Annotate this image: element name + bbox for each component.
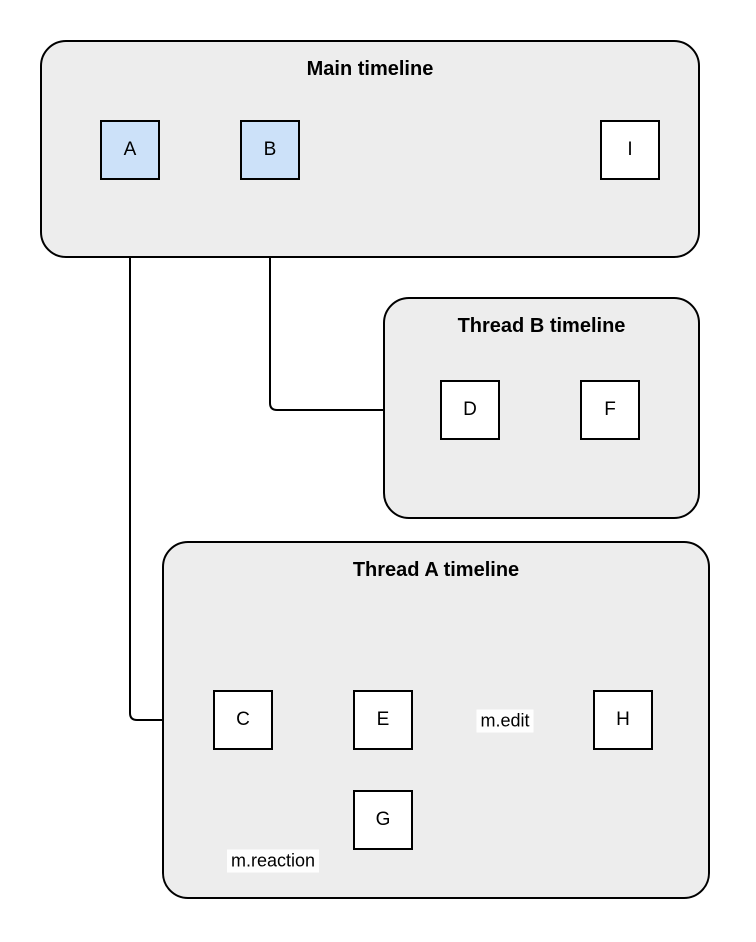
- event-node-G: G: [353, 790, 413, 850]
- event-node-label-I: I: [627, 139, 633, 160]
- event-node-D: D: [440, 380, 500, 440]
- event-node-label-G: G: [375, 809, 391, 830]
- event-node-label-E: E: [376, 709, 390, 730]
- event-node-H: H: [593, 690, 653, 750]
- container-title-threadB: Thread B timeline: [457, 315, 626, 337]
- event-node-label-D: D: [463, 399, 477, 420]
- container-title-threadA: Thread A timeline: [352, 559, 520, 581]
- event-node-B: B: [240, 120, 300, 180]
- event-node-I: I: [600, 120, 660, 180]
- event-node-A: A: [100, 120, 160, 180]
- event-node-label-A: A: [123, 139, 137, 160]
- event-node-label-B: B: [263, 139, 277, 160]
- event-node-label-C: C: [236, 709, 250, 730]
- event-node-F: F: [580, 380, 640, 440]
- event-node-label-F: F: [604, 399, 616, 420]
- event-node-C: C: [213, 690, 273, 750]
- edge-label-G-to-C: m.reaction: [226, 849, 320, 873]
- timeline-container-threadB: Thread B timeline: [383, 297, 700, 519]
- event-node-E: E: [353, 690, 413, 750]
- event-node-label-H: H: [616, 709, 630, 730]
- edge-label-H-to-E: m.edit: [476, 709, 534, 733]
- container-title-main: Main timeline: [306, 58, 434, 80]
